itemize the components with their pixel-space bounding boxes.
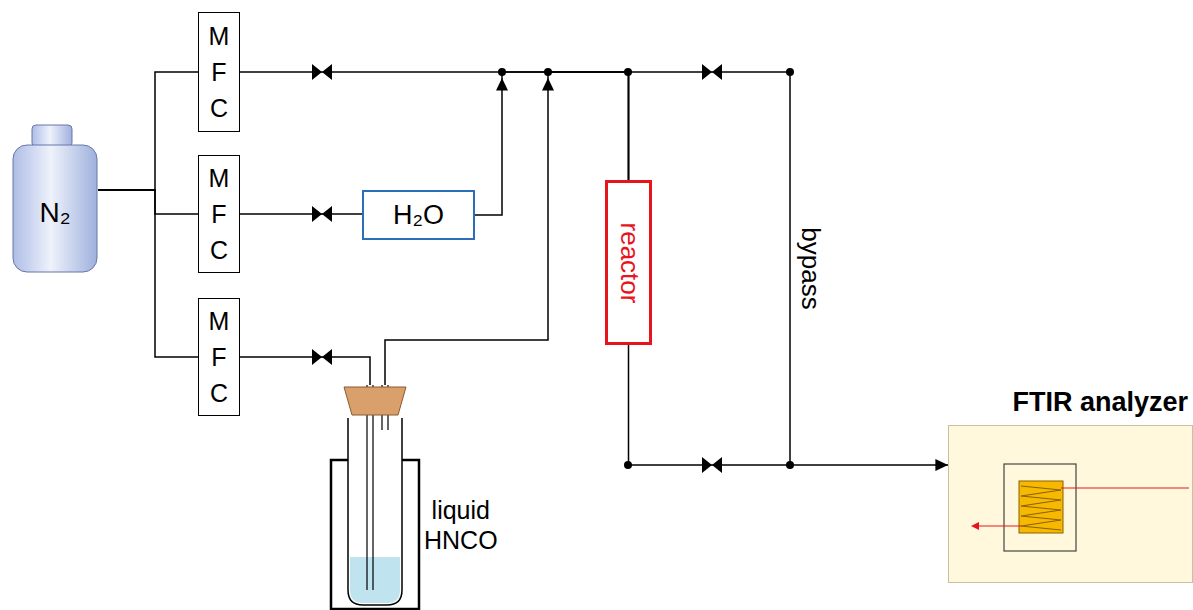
pipe-connector: [98, 72, 198, 190]
dip-tubes: [367, 385, 388, 590]
mass-flow-controller: M F C: [198, 155, 240, 273]
beam-path: [1021, 486, 1061, 530]
node-label: FTIR analyzer: [1012, 387, 1188, 418]
reactor-box: reactor: [605, 180, 652, 345]
ftir-analyzer: FTIR analyzer: [948, 425, 1193, 583]
liquid: [350, 557, 400, 603]
node-label: M F C: [207, 303, 232, 412]
node-label: N₂: [12, 197, 98, 229]
pipe-line: [98, 190, 198, 357]
pipe-connector: [98, 190, 198, 357]
mass-flow-controller: M F C: [198, 298, 240, 416]
pipe-line: [240, 213, 362, 215]
gas-cylinder: N₂: [12, 125, 98, 273]
pipe-line: [98, 72, 198, 190]
mass-flow-controller: M F C: [198, 12, 240, 132]
junction-dots: [498, 68, 794, 469]
water-saturator: H₂O: [362, 190, 475, 240]
stopper: [344, 387, 406, 415]
pipe-line: [629, 345, 949, 465]
junction-dot: [786, 68, 794, 76]
pipe-connector: [240, 72, 629, 180]
pipe-line: [240, 72, 629, 180]
hnco-vessel: liquid HNCO: [330, 385, 420, 610]
ir-beam: [977, 488, 1189, 526]
bypass-line: [628, 72, 790, 465]
bypass-piping: [312, 64, 794, 473]
gas-cell: [1019, 481, 1063, 533]
node-label: M F C: [207, 18, 232, 127]
node-label: M F C: [207, 160, 232, 269]
pipe-connector: [629, 345, 949, 471]
pipe-line: [98, 190, 198, 214]
test-tube: [348, 418, 402, 605]
node-label: H₂O: [393, 200, 444, 231]
arrow-head: [542, 78, 554, 91]
gas-cell-housing: [1004, 464, 1076, 551]
pipe-connector: [385, 72, 629, 385]
pipe-connector: [240, 214, 362, 215]
node-label: reactor: [613, 222, 644, 303]
arrow-head: [496, 78, 508, 91]
pipe-connector: [98, 190, 198, 214]
valves: [312, 64, 722, 473]
pipe-connector: [240, 357, 370, 385]
ftir-illustration: [949, 426, 1192, 582]
valve-symbol: [702, 64, 722, 80]
pipe-line: [240, 357, 370, 385]
vessel-illustration: [330, 385, 420, 610]
arrow-head: [935, 459, 948, 471]
pipe-line: [385, 72, 629, 385]
ir-beam-head: [971, 522, 979, 530]
cylinder-body: [13, 145, 97, 272]
node-label: liquid HNCO: [424, 495, 498, 555]
bypass-label: bypass: [794, 225, 825, 311]
cylinder-valve-cap: [32, 125, 72, 147]
